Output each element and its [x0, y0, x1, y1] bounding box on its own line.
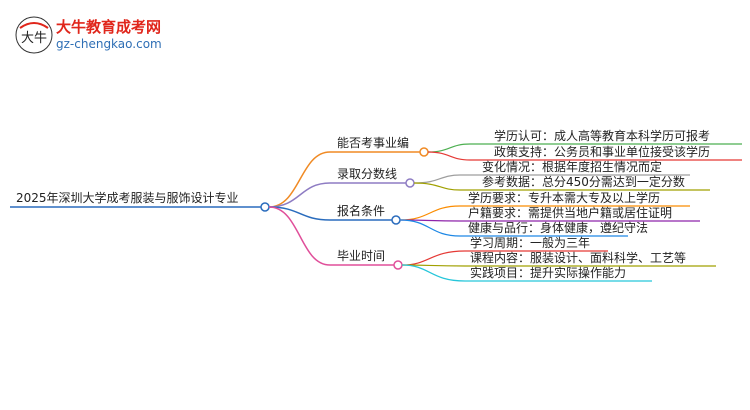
root-node-dot: [260, 202, 270, 212]
branch-connector-0: [268, 151, 331, 208]
root-topic: 2025年深圳大学成考服装与服饰设计专业: [16, 191, 239, 205]
branch-node-dot-2: [391, 215, 401, 225]
branch-node-dot-1: [405, 178, 415, 188]
leaf-connector-2-0: [399, 205, 461, 221]
leaf-connector-3-0: [401, 250, 466, 266]
leaf-label-0-1: 政策支持：公务员和事业单位接受该学历: [494, 145, 711, 159]
leaf-connector-0-1: [427, 151, 471, 161]
leaf-label-2-2: 健康与品行：身体健康，遵纪守法: [468, 221, 649, 235]
leaf-label-2-1: 户籍要求：需提供当地户籍或居住证明: [468, 206, 673, 220]
leaf-connector-1-0: [413, 174, 461, 184]
leaf-connector-2-2: [399, 219, 461, 237]
logo-mark-icon: 大牛: [15, 16, 53, 54]
branch-label-1: 录取分数线: [337, 167, 398, 181]
leaf-label-0-0: 学历认可：成人高等教育本科学历可报考: [494, 129, 711, 143]
leaf-label-3-0: 学习周期：一般为三年: [470, 236, 591, 250]
branch-connector-2: [268, 206, 331, 221]
leaf-connector-3-2: [401, 264, 466, 282]
site-logo[interactable]: 大牛 大牛教育成考网 gz-chengkao.com: [14, 14, 174, 56]
branch-node-dot-0: [419, 147, 429, 157]
branch-label-3: 毕业时间: [337, 249, 386, 263]
leaf-label-3-1: 课程内容：服装设计、面料科学、工艺等: [470, 251, 687, 265]
branch-label-0: 能否考事业编: [337, 136, 410, 150]
branch-label-2: 报名条件: [337, 204, 386, 218]
leaf-label-1-1: 参考数据：总分450分需达到一定分数: [482, 175, 685, 189]
logo-mark-text: 大牛: [21, 31, 47, 46]
leaf-label-1-0: 变化情况：根据年度招生情况而定: [482, 160, 663, 174]
branch-connector-1: [268, 182, 331, 208]
branch-connector-3: [268, 206, 331, 266]
logo-url: gz-chengkao.com: [56, 37, 162, 51]
logo-title: 大牛教育成考网: [56, 18, 162, 36]
leaf-connector-1-1: [413, 182, 461, 191]
leaf-connector-0-0: [427, 143, 471, 153]
branch-node-dot-3: [393, 260, 403, 270]
leaf-label-3-2: 实践项目：提升实际操作能力: [470, 266, 627, 280]
leaf-label-2-0: 学历要求：专升本需大专及以上学历: [468, 191, 661, 205]
